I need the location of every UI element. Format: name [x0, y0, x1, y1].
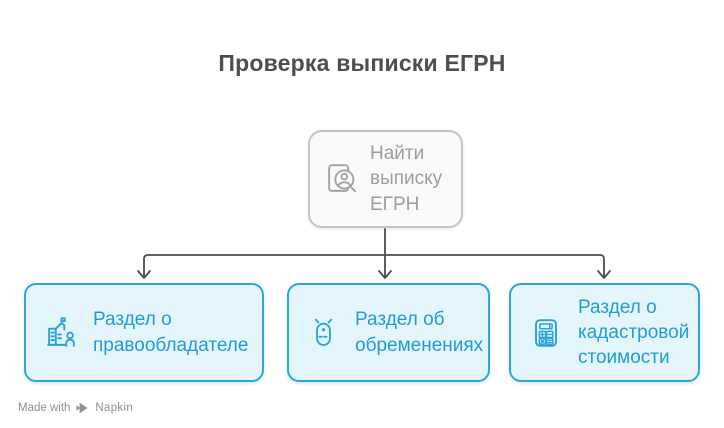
calculator-icon [527, 314, 565, 352]
node-rights-holder-section: Раздел о правообладателе [24, 283, 264, 382]
diagram-title: Проверка выписки ЕГРН [218, 50, 506, 76]
node-find-egrn-extract: Найти выписку ЕГРН [308, 130, 463, 228]
watermark: Made with Napkin [18, 402, 133, 414]
arrow-down-icon [597, 270, 611, 279]
node-encumbrances-section: Раздел об обременениях [287, 283, 490, 382]
node-label: Раздел о правообладателе [93, 309, 249, 356]
node-label: Раздел об обременениях [355, 309, 484, 356]
arrow-down-icon [137, 270, 151, 279]
made-with-label: Made with [18, 402, 71, 414]
document-person-search-icon [322, 160, 360, 198]
arrow-down-icon [378, 270, 392, 279]
node-cadastral-value-section: Раздел о кадастровой стоимости [509, 283, 700, 382]
building-owner-icon [42, 314, 80, 352]
brand-label: Napkin [95, 402, 134, 414]
node-label: Найти выписку ЕГРН [370, 142, 443, 215]
encumbrance-seal-icon [305, 314, 342, 351]
napkin-logo-icon [76, 402, 89, 414]
node-label: Раздел о кадастровой стоимости [578, 296, 690, 369]
